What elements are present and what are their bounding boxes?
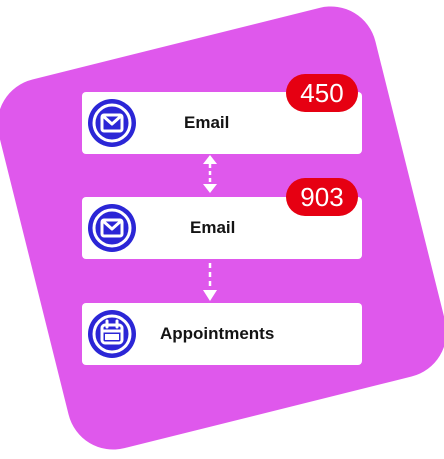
double-arrow-connector bbox=[203, 155, 217, 193]
card-label: Email bbox=[184, 113, 230, 132]
calendar-icon bbox=[88, 310, 136, 358]
count-badge: 903 bbox=[286, 178, 358, 216]
card-label: Appointments bbox=[160, 324, 275, 343]
envelope-icon bbox=[88, 204, 136, 252]
count-badge: 450 bbox=[286, 74, 358, 112]
card-label: Email bbox=[190, 218, 236, 237]
dashed-arrow-connector bbox=[203, 263, 217, 301]
appointments-card[interactable]: Appointments bbox=[82, 303, 362, 365]
envelope-icon bbox=[88, 99, 136, 147]
